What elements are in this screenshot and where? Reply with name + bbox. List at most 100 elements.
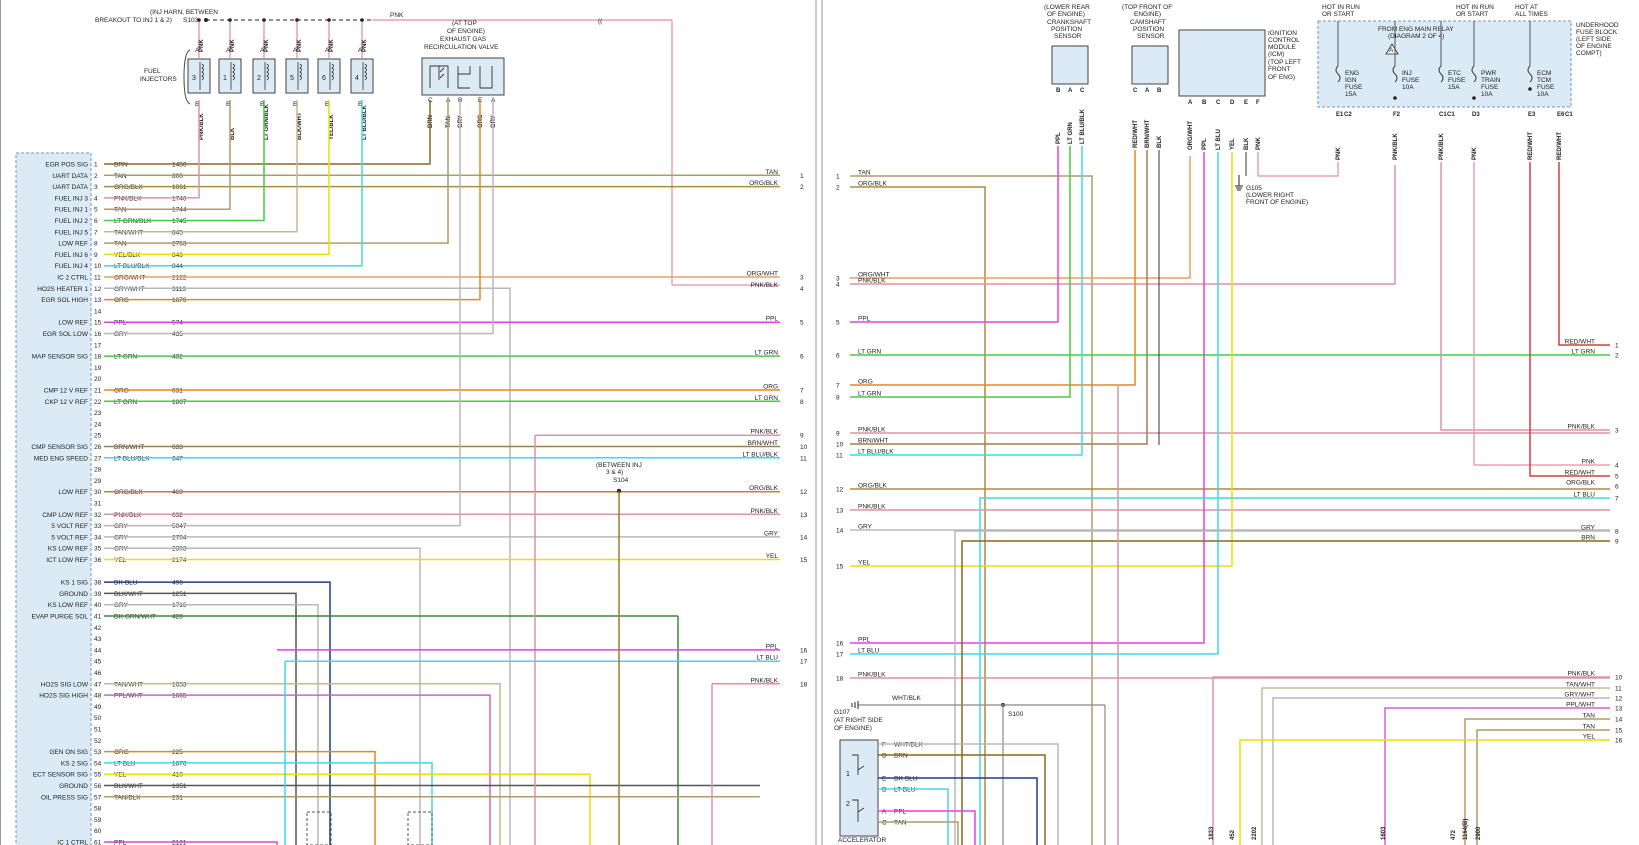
ckp-note-2: OF ENGINE) (1047, 11, 1085, 18)
ecm-right-label: TAN (765, 169, 778, 176)
g107-note-1: (AT RIGHT SIDE (834, 717, 883, 724)
ecm-pin-number: 31 (94, 501, 102, 508)
fuse-pin: F2 (1393, 112, 1401, 118)
splice-dot (228, 18, 232, 22)
r-tan-15 (1476, 729, 1610, 845)
s103-dot (204, 18, 208, 22)
right-right-row-label: RED/WHT (1565, 470, 1595, 477)
ecm-pin-label: CKP 12 V REF (45, 399, 88, 406)
ecm-pin-number: 10 (94, 263, 102, 270)
fuse-wire-label: PNK/BLK (1393, 133, 1399, 160)
bottom-circuit-number: 472 (1451, 829, 1457, 840)
r-org-cmp-wire (850, 150, 1136, 386)
app-pin: B (882, 787, 886, 794)
injector-number: 4 (355, 75, 359, 82)
r-tanwht-11 (1261, 687, 1610, 845)
fuse-name: 15A (1448, 84, 1460, 91)
injector-bottom-pin: B (293, 101, 297, 108)
right-right-row-number: 13 (1615, 706, 1623, 713)
ecm-pin-number: 5 (94, 207, 98, 214)
icm-box (1178, 29, 1266, 97)
right-right-row-number: 9 (1615, 539, 1619, 546)
ecm-pin-number: 49 (94, 704, 102, 711)
ecm-row-wire (104, 592, 297, 845)
app-wire (878, 754, 1046, 845)
ecm-right-number: 1 (800, 173, 804, 180)
right-left-row-label: TAN (858, 170, 871, 177)
ecm-right-label: LT GRN (755, 395, 779, 402)
g105-ground-icon (1235, 175, 1243, 191)
right-right-row-number: 1 (1615, 343, 1619, 350)
ecm-circuit-number: 574 (172, 320, 183, 327)
egr-wire-label: GRY (458, 115, 464, 128)
ecm-row-wire (104, 100, 265, 222)
r-orgblk-wire (850, 186, 986, 845)
ecm-circuit-number: 1746 (172, 195, 187, 202)
right-right-row-label: YEL (1583, 734, 1596, 741)
ecm-pin-label: MAP SENSOR SIG (32, 354, 88, 361)
sensor-wire-label: LT BLU/BLK (1080, 108, 1086, 144)
injector-1-box (218, 58, 242, 94)
r-grywht-12 (1272, 697, 1610, 845)
ecm-circuit-number: 3113 (172, 286, 186, 293)
app-wire-label: PPL (894, 809, 907, 816)
ecm-circuit-number: 428 (172, 614, 183, 621)
ecm-pin-label: CMP 12 V REF (44, 388, 88, 395)
ecm-pin-label: 5 VOLT REF (51, 523, 88, 530)
fuse-pin: E1 (1336, 112, 1344, 118)
right-left-row-number: 1 (836, 174, 840, 181)
right-left-row-number: 7 (836, 383, 840, 390)
ecm-pin-number: 27 (94, 455, 102, 462)
ecm-circuit-number: 1744 (172, 207, 187, 214)
ecm-row-wire (104, 100, 200, 199)
s104-label: S104 (613, 477, 629, 484)
injector-top-wire: PNK (199, 39, 205, 52)
ecm-right-label: ORG (763, 384, 778, 391)
right-left-row-label: PPL (858, 637, 871, 644)
injector-top-wire: PNK (264, 39, 270, 52)
ecm-pin-label: UART DATA (52, 184, 88, 191)
hot-label-3a: HOT AT (1515, 4, 1538, 11)
ecm-pin-number: 3 (94, 184, 98, 191)
fuse-name: PWR (1481, 70, 1496, 77)
ecm-pin-number: 23 (94, 410, 102, 417)
ecm-pin-number: 55 (94, 772, 102, 779)
right-right-row-label: PNK/BLK (1568, 671, 1596, 678)
bottom-circuit-number: 1833 (1209, 826, 1215, 840)
s104-note-2: 3 & 4) (606, 469, 623, 476)
ecm-pin-number: 22 (94, 399, 102, 406)
ecm-right-label: PNK/BLK (751, 282, 779, 289)
fuse-pin: C1 (1439, 112, 1447, 118)
injector-bottom-pin: B (325, 101, 329, 108)
right-right-row-label: PNK (1582, 459, 1596, 466)
ecm-wire-color: BRN (114, 162, 128, 169)
right-left-row-label: ORG/WHT (858, 272, 889, 279)
egr-note-2: OF ENGINE) (447, 28, 485, 35)
ecm-pin-number: 1 (94, 162, 98, 169)
ecm-wire-color: YEL (114, 557, 127, 564)
ecm-pin-number: 26 (94, 444, 102, 451)
ecm-wire-color: ORG (114, 297, 129, 304)
ecm-pin-label: HO2S HEATER 1 (37, 286, 88, 293)
ckp-note-1: (LOWER REAR (1044, 4, 1090, 11)
right-left-row-number: 11 (836, 453, 843, 460)
fuse-name: ECM (1537, 70, 1551, 77)
egr-wire-label: GRY (491, 115, 497, 128)
fuse-name: 10A (1481, 91, 1493, 98)
ecm-pin-number: 8 (94, 241, 98, 248)
ecm-wire-color: DK BLU (114, 580, 138, 587)
ecm-pin-label: MED ENG SPEED (34, 455, 88, 462)
r-ppl-icm-wire (850, 152, 1205, 644)
app-wire-label: LT BLU (894, 787, 916, 794)
fuse-name: FUSE (1448, 77, 1466, 84)
ecm-pin-label: KS LOW REF (48, 546, 88, 553)
r-redwht-5 (1529, 162, 1610, 477)
ecm-wire-color: ORG (114, 388, 129, 395)
sensor-wire-label: LT GRN (1068, 122, 1074, 144)
icm-note-2: CONTROL (1268, 37, 1300, 44)
right-left-row-label: ORG/BLK (858, 181, 888, 188)
ecm-pin-number: 48 (94, 693, 102, 700)
sensor-pin: C (1080, 88, 1085, 94)
g105-note-1: (LOWER RIGHT (1246, 192, 1294, 199)
